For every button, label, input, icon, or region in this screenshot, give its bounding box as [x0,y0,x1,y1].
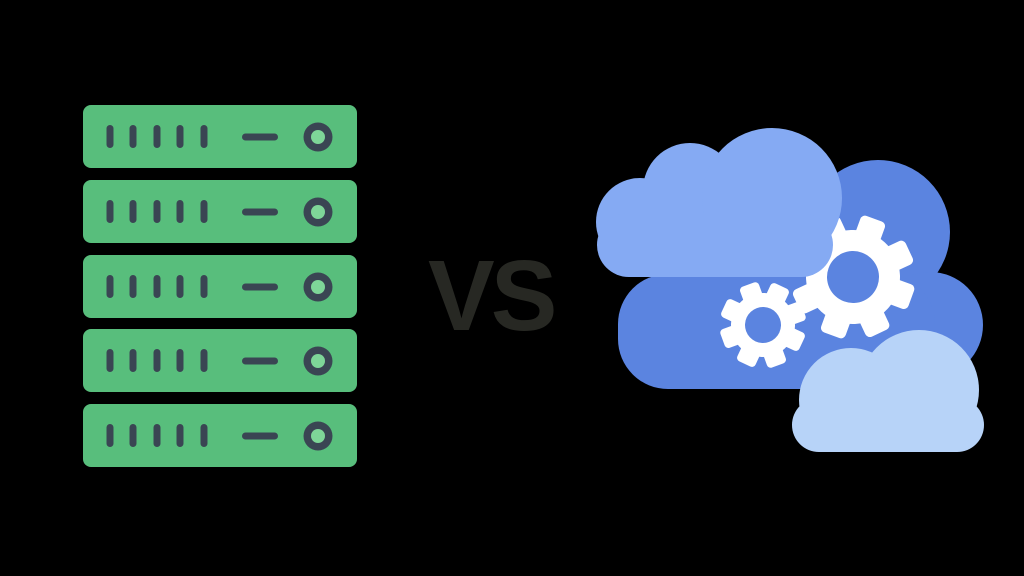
gear-hole [745,307,781,343]
cloud-light-body [597,213,833,277]
gear-hole [827,251,879,303]
server-row [83,255,357,318]
gear-icon-large [791,215,915,339]
server-row [83,404,357,467]
cloud-small [792,330,984,452]
cloud-light [596,128,842,277]
server-row [83,105,357,168]
cloud-computing-group [596,128,984,452]
server-row [83,329,357,392]
server-rack [83,105,357,467]
gear-icon-small [720,282,806,368]
vs-label: VS [428,240,554,352]
server-row [83,180,357,243]
cloud-small-body [792,398,984,452]
